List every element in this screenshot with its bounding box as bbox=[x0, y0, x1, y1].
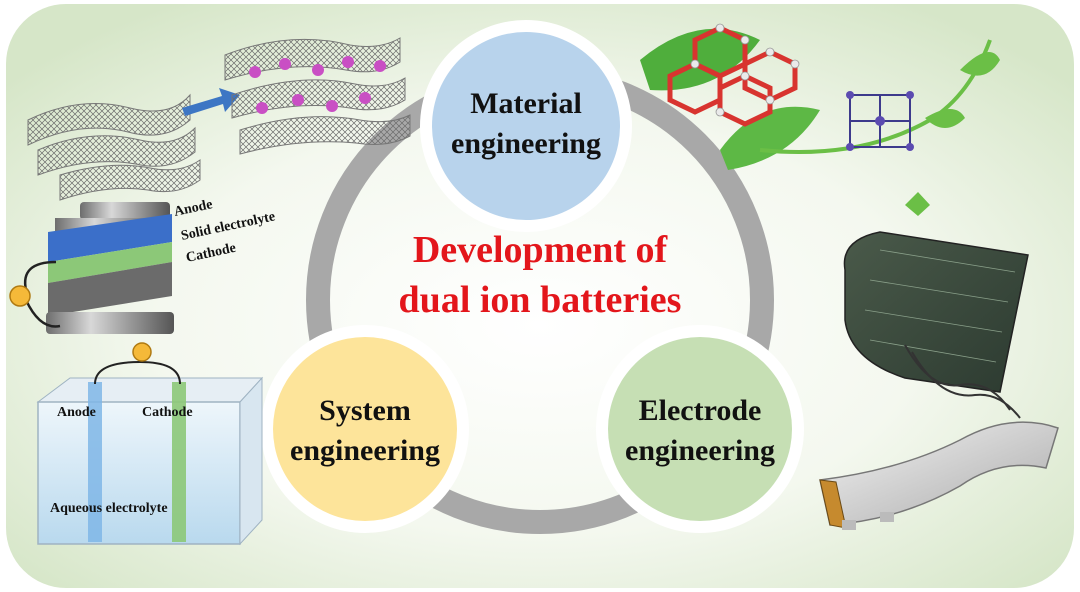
leaf-icon bbox=[960, 52, 1000, 76]
green-framework-illustration bbox=[640, 23, 1000, 216]
cathode-plate bbox=[172, 382, 186, 542]
aqueous-cathode-label: Cathode bbox=[142, 405, 193, 420]
node-electrode-engineering: Electrode engineering bbox=[596, 325, 804, 533]
electrode-label-line2: engineering bbox=[625, 434, 775, 467]
center-title-line2: dual ion batteries bbox=[399, 279, 682, 321]
node-system-engineering: System engineering bbox=[261, 325, 469, 533]
aqueous-anode-label: Anode bbox=[57, 405, 96, 420]
light-bulb-icon bbox=[9, 285, 31, 307]
leaf-icon bbox=[720, 106, 820, 170]
system-label-line1: System bbox=[319, 394, 411, 427]
node-material-engineering: Material engineering bbox=[420, 20, 632, 232]
leaf-icon bbox=[925, 109, 965, 128]
aqueous-electrolyte-label: Aqueous electrolyte bbox=[50, 501, 168, 516]
flexible-solar-panel-illustration bbox=[843, 231, 1029, 419]
graphene-intercalation-illustration bbox=[27, 37, 411, 201]
center-title-line1: Development of bbox=[413, 229, 669, 271]
solid-battery-illustration: Anode Solid electrolyte Cathode bbox=[9, 197, 277, 334]
cathode-layer bbox=[48, 262, 172, 316]
electrolyte-layer bbox=[48, 242, 172, 283]
flexible-pouch-cell-illustration bbox=[819, 421, 1059, 530]
anode-layer bbox=[48, 214, 172, 262]
leaf-icon bbox=[905, 192, 930, 216]
light-bulb-icon bbox=[132, 342, 152, 362]
system-label-line2: engineering bbox=[290, 434, 440, 467]
material-label-line1: Material bbox=[470, 87, 582, 120]
material-label-line2: engineering bbox=[451, 127, 601, 160]
electrode-label-line1: Electrode bbox=[639, 394, 762, 427]
anode-plate bbox=[88, 382, 102, 542]
arrow-icon bbox=[182, 88, 240, 116]
aqueous-cell-illustration: Anode Cathode Aqueous electrolyte bbox=[36, 342, 264, 546]
